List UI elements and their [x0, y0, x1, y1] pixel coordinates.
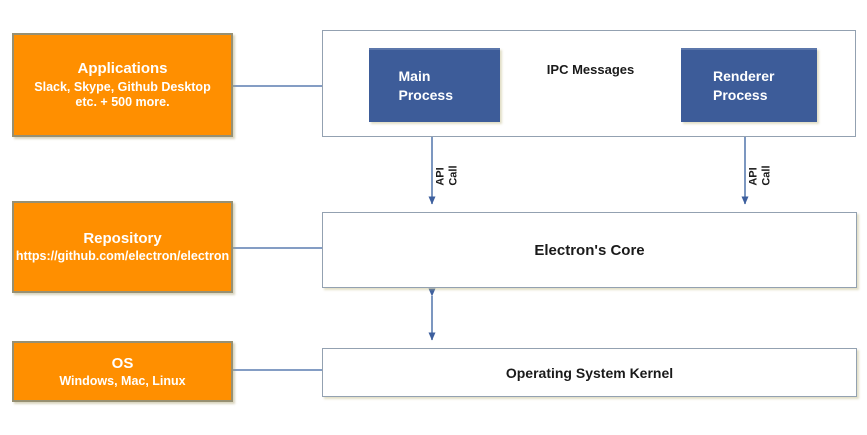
repository-title: Repository	[83, 230, 162, 248]
renderer-process-label: Renderer Process	[713, 68, 775, 103]
electrons-core-box: Electron's Core	[322, 212, 857, 288]
renderer-process-box: Renderer Process	[681, 48, 817, 122]
api-call-left-label: API Call	[434, 165, 459, 186]
repository-subtitle: https://github.com/electron/electron	[15, 249, 230, 264]
repository-box: Repository https://github.com/electron/e…	[12, 201, 233, 293]
applications-box: Applications Slack, Skype, Github Deskto…	[12, 33, 233, 137]
applications-title: Applications	[77, 60, 168, 78]
electrons-core-label: Electron's Core	[534, 241, 645, 259]
main-process-label: Main Process	[398, 68, 453, 103]
os-title: OS	[111, 354, 134, 372]
os-subtitle: Windows, Mac, Linux	[59, 373, 186, 388]
api-call-right-label: API Call	[747, 165, 772, 186]
os-kernel-box: Operating System Kernel	[322, 348, 857, 397]
os-box: OS Windows, Mac, Linux	[12, 341, 233, 402]
main-process-box: Main Process	[369, 48, 500, 122]
applications-subtitle: Slack, Skype, Github Desktop etc. + 500 …	[34, 79, 211, 110]
ipc-messages-label: IPC Messages	[546, 62, 635, 77]
os-kernel-label: Operating System Kernel	[505, 364, 674, 381]
